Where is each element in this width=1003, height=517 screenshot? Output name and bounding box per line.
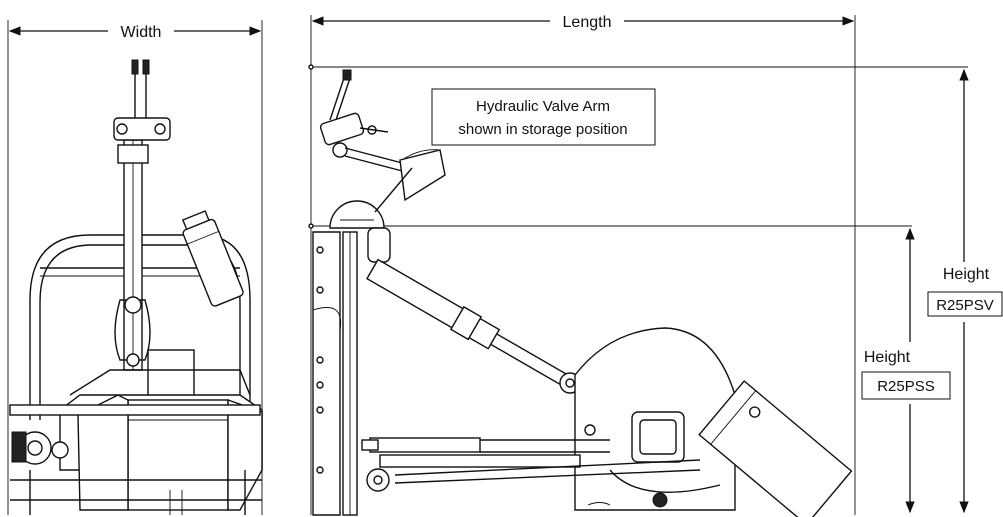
height-pss-label: Height (864, 349, 911, 366)
length-label: Length (563, 14, 612, 31)
height-psv-label: Height (943, 266, 990, 283)
model-psv-label: R25PSV (936, 297, 994, 314)
note-box (431, 88, 656, 146)
note-line-1: Hydraulic Valve Arm (476, 98, 610, 115)
side-view: Length (308, 14, 968, 517)
height-dimensions: Height R25PSV Height R25PSS (861, 68, 1003, 514)
width-label: Width (121, 24, 162, 41)
note-line-2: shown in storage position (458, 121, 627, 138)
model-pss-label: R25PSS (877, 378, 935, 395)
model-psv-box (927, 291, 1003, 317)
model-pss-box (861, 371, 951, 400)
front-view: Width (7, 20, 263, 515)
